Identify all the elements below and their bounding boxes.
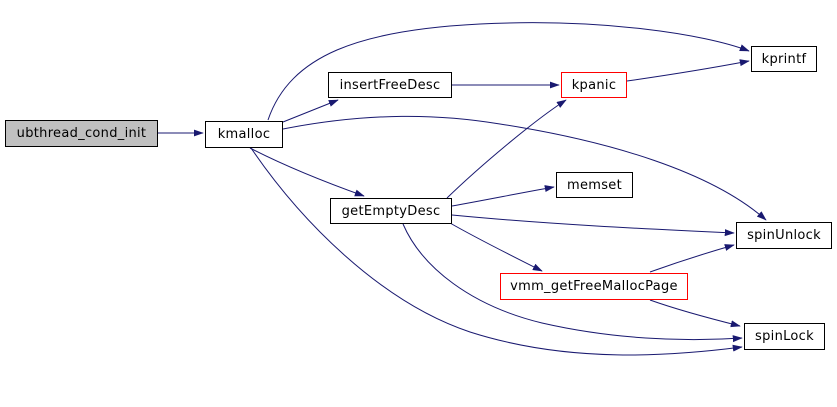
edge-getEmptyDesc-to-memset [451,185,555,207]
edge-vmm_getFreeMallocPage-to-spinUnlock [649,244,735,273]
node-kmalloc[interactable]: kmalloc [205,121,283,148]
edge-getEmptyDesc-to-vmm_getFreeMallocPage [449,222,543,272]
edge-getEmptyDesc-to-spinLock [402,223,743,343]
node-spinLock[interactable]: spinLock [744,323,825,350]
edge-kmalloc-to-spinLock [250,147,743,356]
edge-kpanic-to-kprintf [626,59,750,82]
node-kprintf[interactable]: kprintf [751,46,817,72]
edge-kmalloc-to-spinUnlock [282,115,767,221]
node-insertFreeDesc[interactable]: insertFreeDesc [328,72,452,98]
edge-getEmptyDesc-to-kpanic [446,99,567,199]
edge-kmalloc-to-getEmptyDesc [249,147,365,197]
node-kpanic[interactable]: kpanic [561,72,627,98]
node-spinUnlock[interactable]: spinUnlock [736,222,832,249]
edge-getEmptyDesc-to-spinUnlock [451,214,735,237]
edge-vmm_getFreeMallocPage-to-spinLock [649,299,741,328]
node-vmm_getFreeMallocPage[interactable]: vmm_getFreeMallocPage [500,273,688,300]
node-memset[interactable]: memset [556,172,633,198]
node-ubthread_cond_init: ubthread_cond_init [5,120,158,147]
node-getEmptyDesc[interactable]: getEmptyDesc [330,198,452,224]
edge-kmalloc-to-kprintf [267,22,750,121]
edge-kmalloc-to-insertFreeDesc [282,99,339,123]
